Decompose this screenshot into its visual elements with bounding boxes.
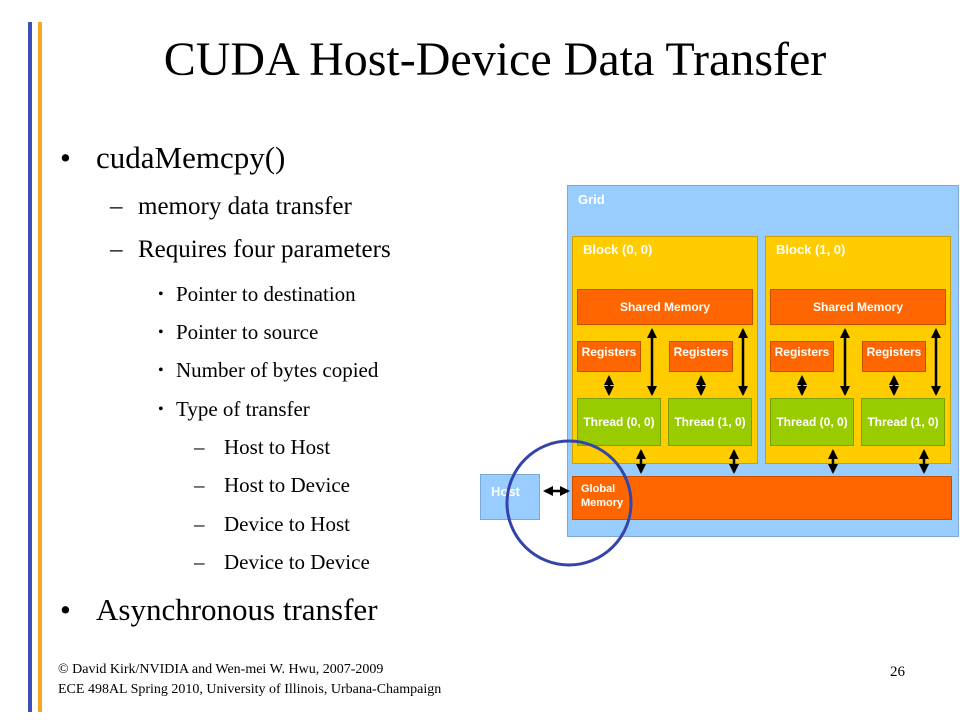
shared-memory-block-1: Shared Memory [770,289,946,325]
grid-label: Grid [578,192,605,207]
host-box: Host [480,474,540,520]
sub-bullet-memory-transfer: –memory data transfer [110,193,352,220]
thread-b1-t1: Thread (1, 0) [861,398,945,446]
param-source: •Pointer to source [158,320,319,344]
block-0-0-label: Block (0, 0) [583,242,653,257]
registers-b0-t0: Registers [577,341,641,372]
param-bytes: •Number of bytes copied [158,358,379,382]
footer-line-1: © David Kirk/NVIDIA and Wen-mei W. Hwu, … [58,662,384,677]
shared-memory-block-0: Shared Memory [577,289,753,325]
transfer-device-to-device: –Device to Device [194,550,370,574]
bullet-async-transfer: •Asynchronous transfer [60,592,378,627]
footer-line-2: ECE 498AL Spring 2010, University of Ill… [58,682,442,697]
page-number: 26 [890,664,905,680]
slide-title: CUDA Host-Device Data Transfer [163,33,827,86]
transfer-host-to-device: –Host to Device [194,473,350,497]
registers-b0-t1: Registers [669,341,733,372]
param-destination: •Pointer to destination [158,282,356,306]
sub-bullet-four-parameters: –Requires four parameters [110,236,391,263]
left-accent-bar-blue [28,22,32,712]
left-accent-bar-orange [38,22,42,712]
thread-b1-t0: Thread (0, 0) [770,398,854,446]
registers-b1-t0: Registers [770,341,834,372]
transfer-device-to-host: –Device to Host [194,512,350,536]
bullet-cudamemcpy: •cudaMemcpy() [60,140,286,175]
registers-b1-t1: Registers [862,341,926,372]
param-type: •Type of transfer [158,397,310,421]
global-memory: Global Memory [572,476,952,520]
block-1-0-label: Block (1, 0) [776,242,846,257]
transfer-host-to-host: –Host to Host [194,435,331,459]
thread-b0-t0: Thread (0, 0) [577,398,661,446]
thread-b0-t1: Thread (1, 0) [668,398,752,446]
footer-credit: © David Kirk/NVIDIA and Wen-mei W. Hwu, … [58,660,441,700]
